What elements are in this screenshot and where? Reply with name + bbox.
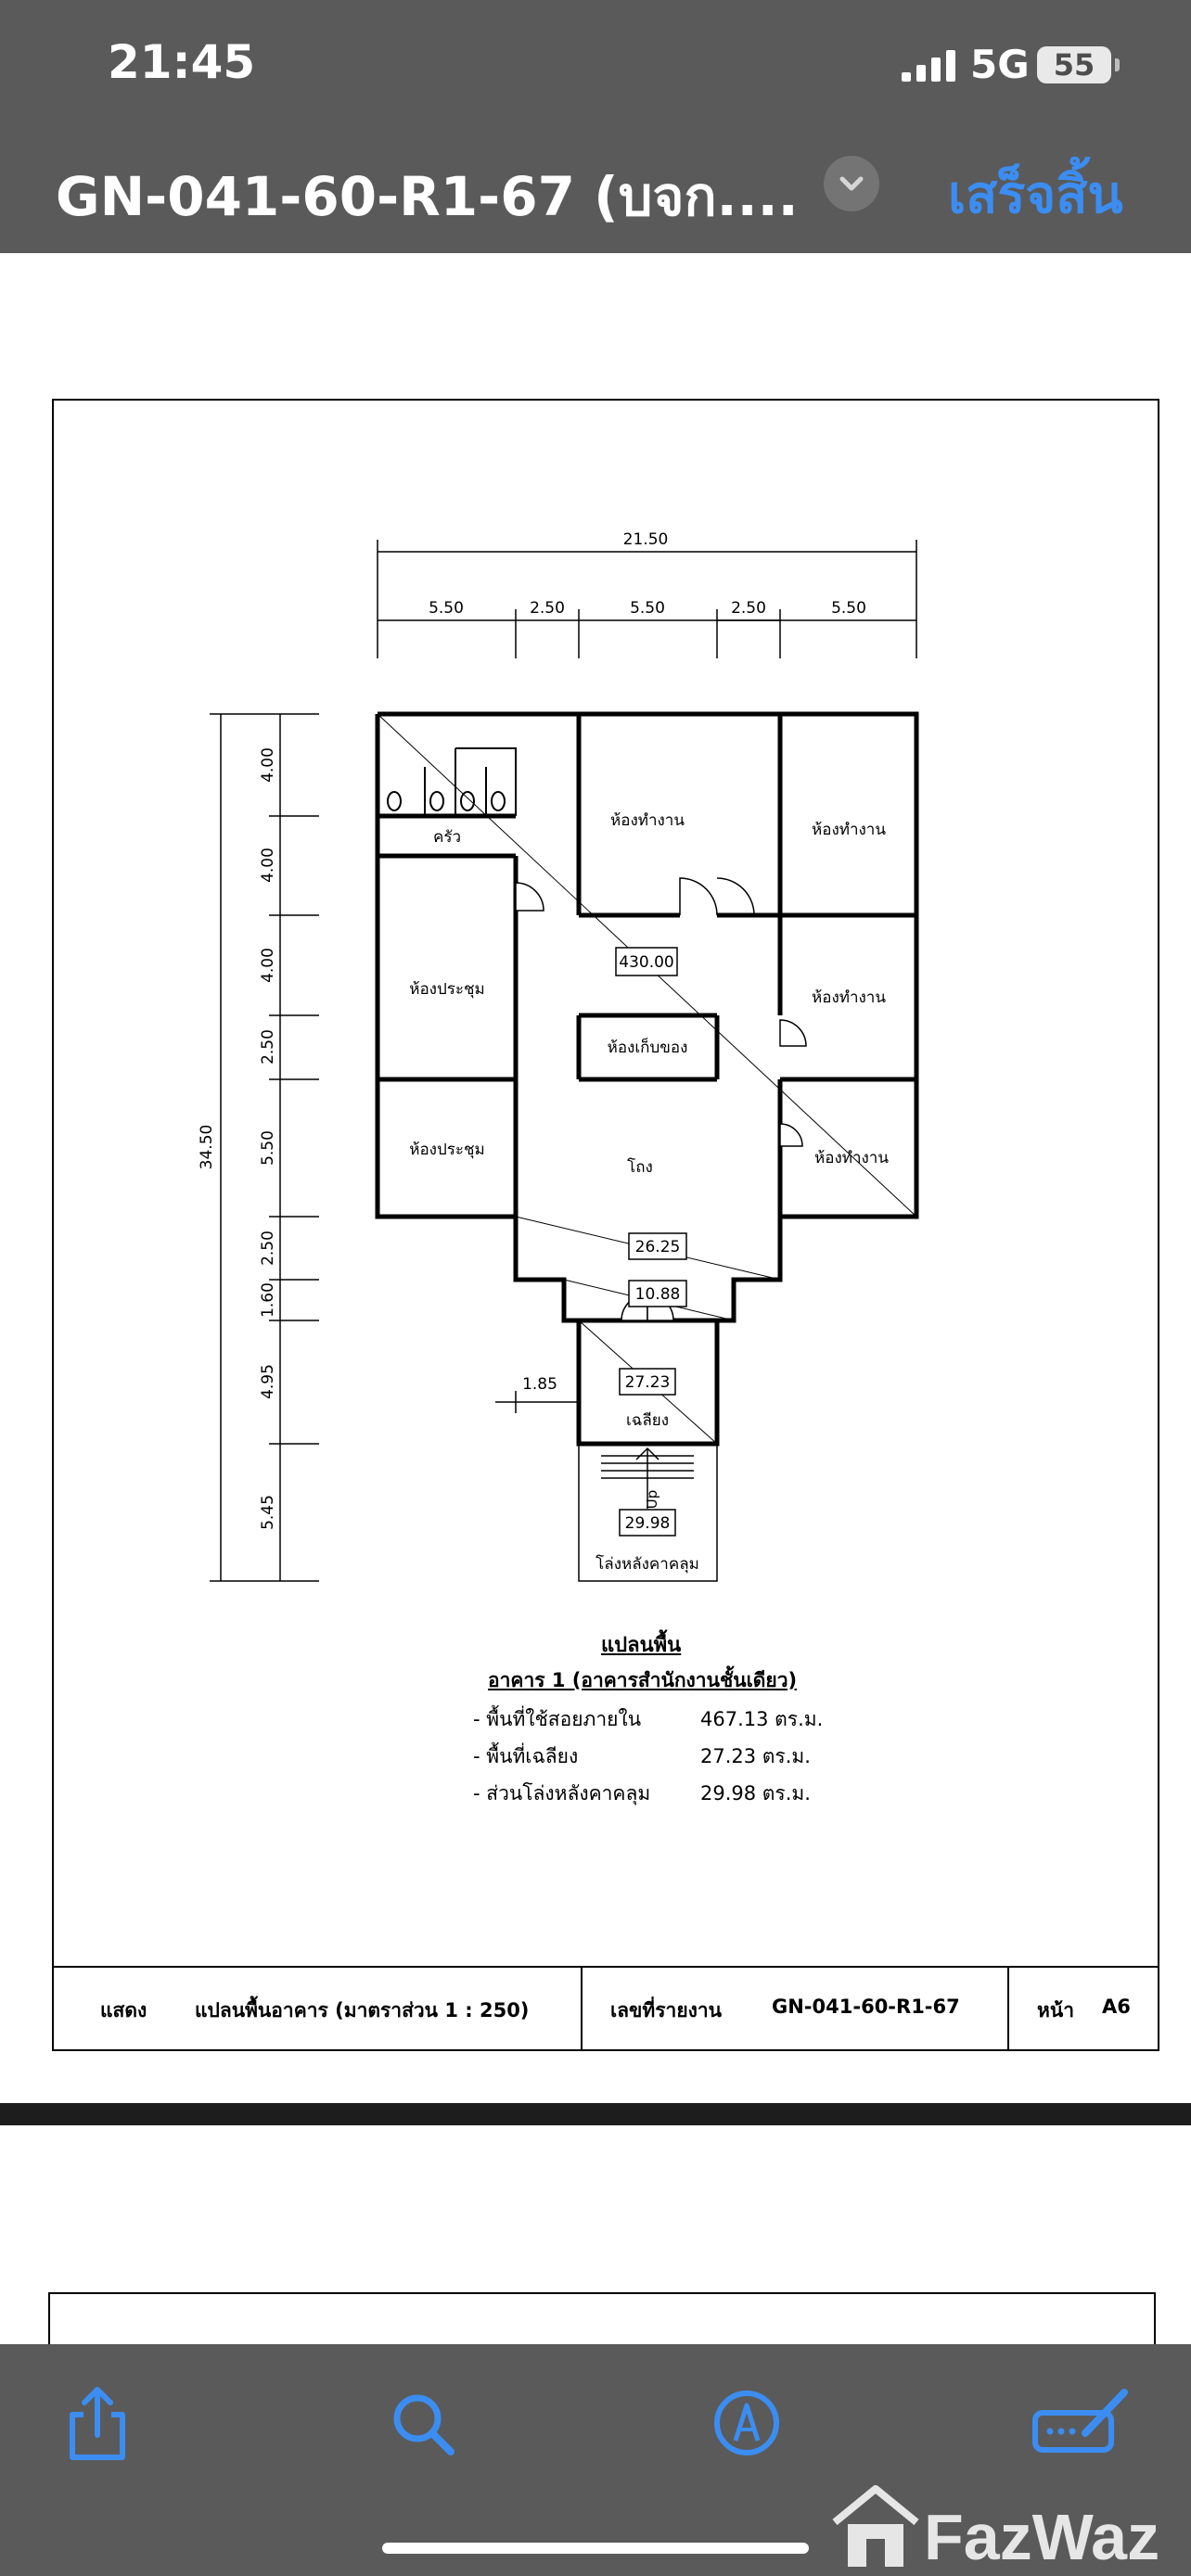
area-row: - พื้นที่เฉลียง 27.23 ตร.ม. [473, 1741, 890, 1775]
dim-top-seg-2: 2.50 [530, 599, 565, 618]
dim-left-seg-7: 1.60 [259, 1282, 277, 1318]
floor-plan-drawing: 21.50 5.50 2.50 5.50 2.50 5.50 34.50 4.0… [198, 530, 919, 1582]
fazwaz-watermark: FazWaz [832, 2485, 1159, 2573]
status-bar: 21:45 5G 55 [0, 0, 1191, 125]
search-button[interactable] [382, 2381, 466, 2465]
document-title[interactable]: GN-041-60-R1-67 (บจก.... [56, 165, 798, 228]
area-tag-entry: 10.88 [635, 1285, 681, 1304]
dim-left-overall: 34.50 [198, 1125, 216, 1170]
area-tag-rear: 26.25 [635, 1238, 681, 1256]
status-time: 21:45 [108, 35, 256, 89]
area-value: 467.13 ตร.ม. [700, 1708, 824, 1730]
battery-tip [1115, 58, 1120, 71]
room-meeting-2: ห้องประชุม [409, 1141, 485, 1159]
dim-left-seg-5: 5.50 [259, 1130, 277, 1166]
room-storage: ห้องเก็บของ [608, 1037, 688, 1057]
area-label: - พื้นที่ใช้สอยภายใน [473, 1708, 642, 1730]
bottom-toolbar: FazWaz [0, 2344, 1191, 2576]
title-block-divider [581, 1968, 583, 2051]
dim-top-overall: 21.50 [623, 530, 669, 549]
page-label: หน้า [1037, 1999, 1074, 2021]
stair-label: Up [644, 1490, 660, 1510]
dim-top-seg-1: 5.50 [429, 599, 464, 618]
room-kitchen: ครัว [433, 828, 461, 847]
dim-left-seg-8: 4.95 [259, 1364, 277, 1399]
watermark-text: FazWaz [924, 2501, 1159, 2573]
dim-left-seg-3: 4.00 [259, 948, 277, 983]
dim-porch-offset: 1.85 [522, 1375, 557, 1394]
search-icon [393, 2394, 455, 2455]
room-hall: โถง [627, 1157, 653, 1177]
area-label: - พื้นที่เฉลียง [473, 1745, 579, 1767]
title-bar: GN-041-60-R1-67 (บจก.... เสร็จสิ้น [0, 125, 1191, 253]
area-row: - ส่วนโล่งหลังคาคลุม 29.98 ตร.ม. [473, 1779, 890, 1812]
battery-icon: 55 [1037, 46, 1111, 83]
markup-button[interactable] [705, 2381, 788, 2465]
network-label: 5G [970, 42, 1030, 87]
page-number: A6 [1102, 1996, 1131, 2018]
signal-icon [902, 50, 955, 82]
caption-title: แปลนพื้น [601, 1634, 682, 1657]
area-label: - ส่วนโล่งหลังคาคลุม [473, 1782, 651, 1804]
room-office-top: ห้องทำงาน [610, 811, 685, 830]
area-row: - พื้นที่ใช้สอยภายใน 467.13 ตร.ม. [473, 1704, 890, 1738]
title-block-divider [1007, 1968, 1009, 2051]
markup-icon [714, 2391, 779, 2455]
share-icon [70, 2387, 125, 2460]
dim-left-seg-2: 4.00 [259, 848, 277, 883]
room-office-right-2: ห้องทำงาน [812, 988, 886, 1007]
share-button[interactable] [56, 2381, 139, 2465]
room-meeting-1: ห้องประชุม [409, 980, 485, 999]
drawing-name: แปลนพื้นอาคาร (มาตราส่วน 1 : 250) [195, 1999, 530, 2021]
area-tag-porch: 27.23 [625, 1373, 671, 1392]
title-menu-button[interactable] [824, 156, 879, 211]
dim-top-seg-3: 5.50 [630, 599, 665, 618]
drawing-title-block: แสดง แปลนพื้นอาคาร (มาตราส่วน 1 : 250) เ… [54, 1966, 1158, 2051]
chevron-down-icon [839, 176, 864, 191]
edit-icon [1032, 2389, 1128, 2453]
dim-left-seg-4: 2.50 [259, 1029, 277, 1065]
room-office-right-1: ห้องทำงาน [812, 821, 886, 839]
dim-left-seg-9: 5.45 [259, 1495, 277, 1530]
report-label: เลขที่รายงาน [610, 1999, 723, 2021]
document-page: 21.50 5.50 2.50 5.50 2.50 5.50 34.50 4.0… [52, 399, 1159, 2051]
area-value: 29.98 ตร.ม. [700, 1782, 811, 1804]
page-separator [0, 2103, 1191, 2125]
report-number: GN-041-60-R1-67 [772, 1996, 960, 2018]
show-label: แสดง [100, 1999, 147, 2021]
area-tag-hall: 430.00 [619, 953, 673, 972]
room-office-right-3: ห้องทำงาน [814, 1149, 889, 1167]
done-button[interactable]: เสร็จสิ้น [948, 165, 1123, 225]
dim-left-seg-6: 2.50 [259, 1231, 277, 1266]
dim-top-seg-5: 5.50 [831, 599, 866, 618]
room-porch: เฉลียง [626, 1411, 669, 1430]
room-carport: โล่งหลังคาคลุม [596, 1554, 699, 1574]
edit-button[interactable] [1030, 2381, 1132, 2465]
dim-left-seg-1: 4.00 [259, 747, 277, 783]
area-value: 27.23 ตร.ม. [700, 1745, 811, 1767]
caption-subtitle: อาคาร 1 (อาคารสำนักงานชั้นเดียว) [488, 1669, 798, 1691]
home-indicator[interactable] [382, 2543, 809, 2554]
area-tag-carport: 29.98 [625, 1514, 671, 1533]
dim-top-seg-4: 2.50 [731, 599, 766, 618]
